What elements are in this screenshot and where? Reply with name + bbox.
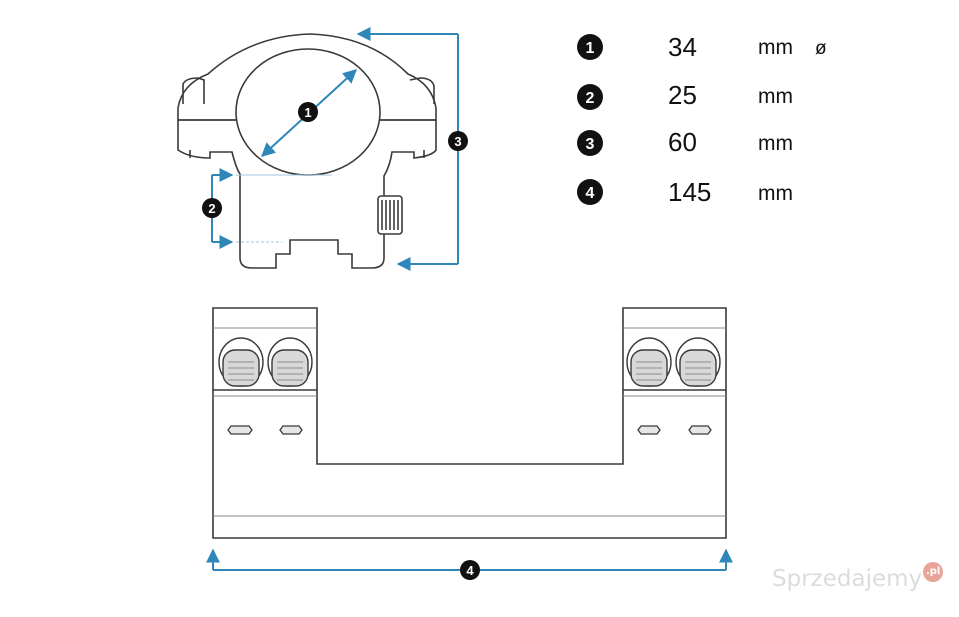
svg-text:3: 3 [454, 134, 461, 149]
dimension-2 [211, 168, 332, 249]
spec-unit-3: mm [758, 132, 793, 155]
svg-text:3: 3 [586, 136, 595, 153]
watermark-text: Sprzedajemy [772, 566, 923, 592]
spec-value-4: 145 [668, 177, 711, 207]
svg-text:2: 2 [586, 90, 595, 107]
bolt-4 [688, 425, 712, 435]
spec-value-2: 25 [668, 80, 697, 110]
bolt-3 [637, 425, 661, 435]
spec-row-3: 3 60 mm [577, 127, 793, 157]
spec-row-2: 2 25 mm [577, 80, 793, 110]
watermark: Sprzedajemy.pl [772, 562, 944, 592]
spec-row-4: 4 145 mm [577, 177, 793, 207]
callout-1: 1 [298, 102, 318, 122]
ring-lower-body [177, 120, 437, 269]
callout-4: 4 [460, 560, 480, 580]
dimension-3 [356, 27, 459, 271]
spec-value-1: 34 [668, 32, 697, 62]
spec-row-1: 1 34 mm ø [577, 32, 827, 62]
spec-unit-4: mm [758, 182, 793, 205]
svg-text:2: 2 [208, 201, 215, 216]
ring-top-cap [177, 33, 437, 121]
spec-unit-2: mm [758, 85, 793, 108]
callout-2: 2 [202, 198, 222, 218]
mount-body-outline [212, 307, 727, 539]
svg-text:4: 4 [586, 185, 595, 202]
spec-value-3: 60 [668, 127, 697, 157]
right-screw-head [409, 77, 435, 104]
side-view [212, 307, 727, 539]
front-view [177, 33, 437, 269]
svg-text:4: 4 [466, 563, 474, 578]
callout-3: 3 [448, 131, 468, 151]
watermark-badge: .pl [923, 562, 944, 582]
spec-symbol-1: ø [815, 38, 827, 59]
left-screw-head [182, 77, 205, 104]
spec-unit-1: mm [758, 36, 793, 59]
spec-badge-1 [577, 34, 603, 60]
spec-badge-4 [577, 179, 603, 205]
bolt-1 [227, 425, 253, 435]
side-screws [218, 337, 721, 387]
svg-text:1: 1 [586, 40, 595, 57]
side-bolts [227, 425, 712, 435]
bolt-2 [279, 425, 303, 435]
svg-text:1: 1 [304, 105, 311, 120]
spec-badge-2 [577, 84, 603, 110]
spec-badge-3 [577, 130, 603, 156]
